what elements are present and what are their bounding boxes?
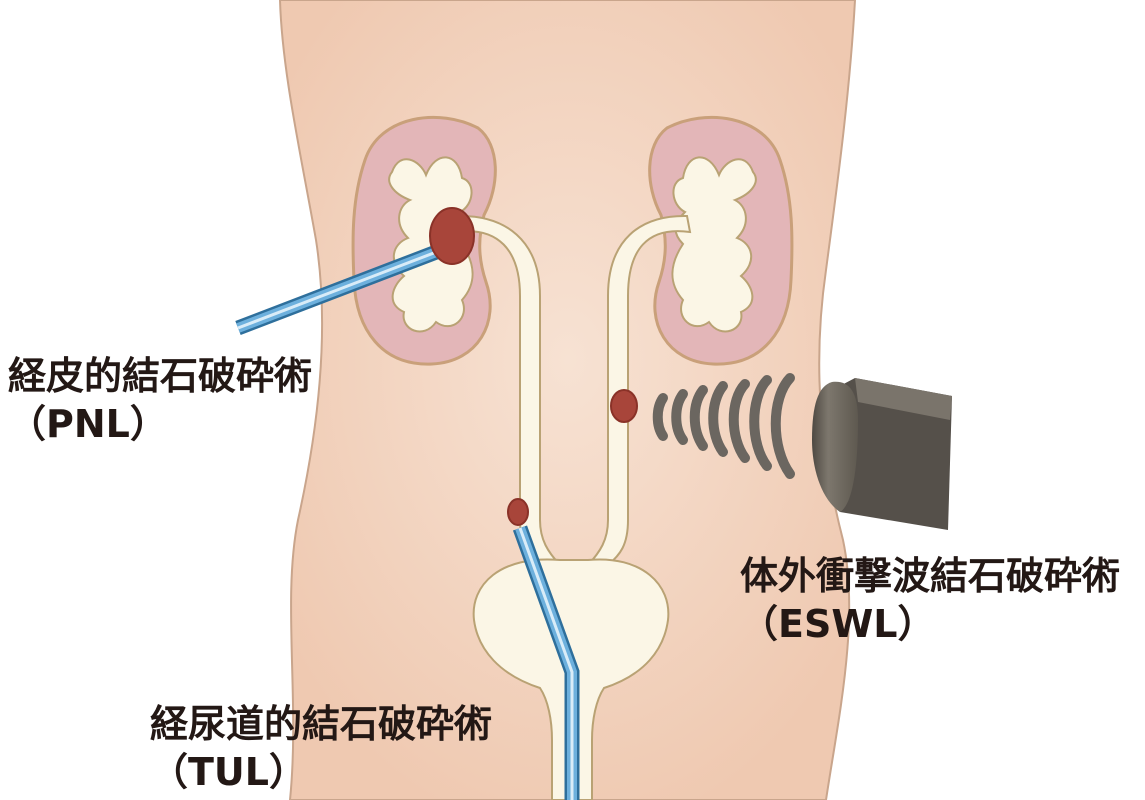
stone-lower-ureter bbox=[508, 499, 528, 525]
tul-label: 経尿道的結石破砕術 （TUL） bbox=[150, 700, 492, 796]
eswl-label-name: 体外衝撃波結石破砕術 bbox=[740, 552, 1120, 600]
tul-label-abbr: （TUL） bbox=[150, 748, 492, 796]
eswl-label: 体外衝撃波結石破砕術 （ESWL） bbox=[740, 552, 1120, 648]
pnl-label-name: 経皮的結石破砕術 bbox=[8, 352, 312, 400]
stone-kidney bbox=[430, 208, 474, 264]
pnl-label: 経皮的結石破砕術 （PNL） bbox=[8, 352, 312, 448]
pnl-label-abbr: （PNL） bbox=[8, 400, 312, 448]
right-kidney bbox=[650, 117, 792, 364]
tul-label-name: 経尿道的結石破砕術 bbox=[150, 700, 492, 748]
eswl-label-abbr: （ESWL） bbox=[740, 600, 1120, 648]
stone-upper-ureter bbox=[611, 390, 637, 422]
